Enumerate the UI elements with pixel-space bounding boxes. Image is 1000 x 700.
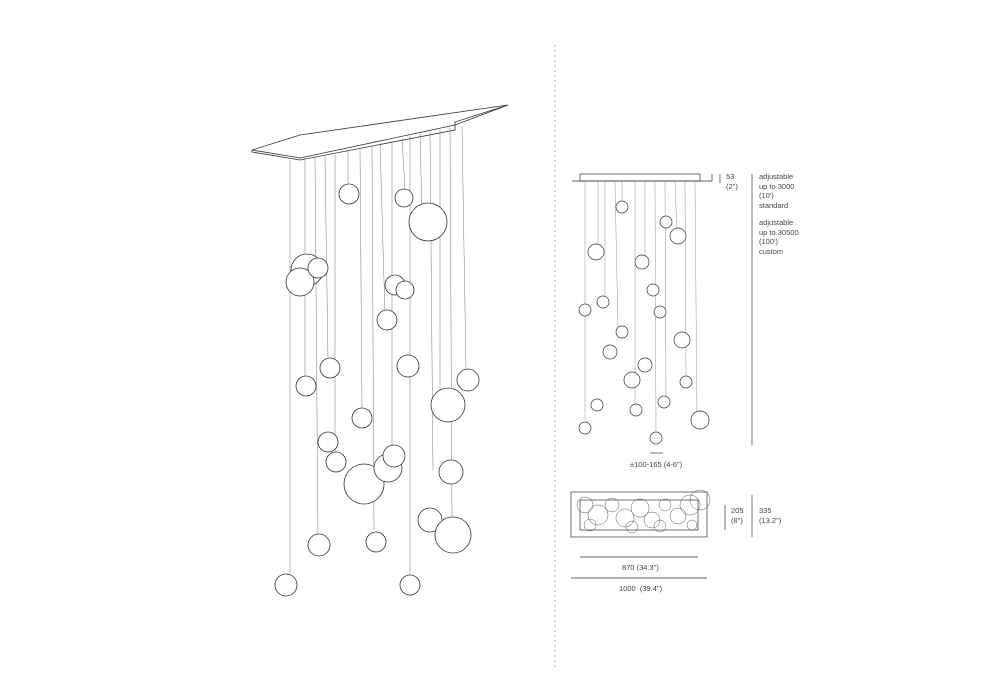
canopy-elevation [579, 173, 701, 182]
plan-depth-label: 205 (8") [731, 506, 744, 525]
canopy-width-label: 870 (34.3") [622, 563, 659, 572]
total-depth-label: 335 (13.2") [759, 506, 782, 525]
plan-view [570, 489, 753, 579]
sphere-spacing-label: ±100-165 (4-6") [630, 460, 683, 469]
plan-canopy [579, 499, 699, 531]
plan-outer [570, 491, 708, 538]
total-width-label: 1000 (39.4") [619, 584, 663, 593]
canopy-perspective [251, 104, 509, 161]
custom-length-label: adjustable up to 30500 (100') custom [759, 218, 799, 256]
suspension-cables [289, 125, 467, 575]
standard-length-label: adjustable up to 3000 (10') standard [759, 172, 795, 210]
canopy-height-label: 53 (2") [726, 172, 738, 191]
perspective-view [251, 104, 509, 597]
glass-spheres [274, 183, 480, 597]
elevation-view [572, 173, 753, 454]
